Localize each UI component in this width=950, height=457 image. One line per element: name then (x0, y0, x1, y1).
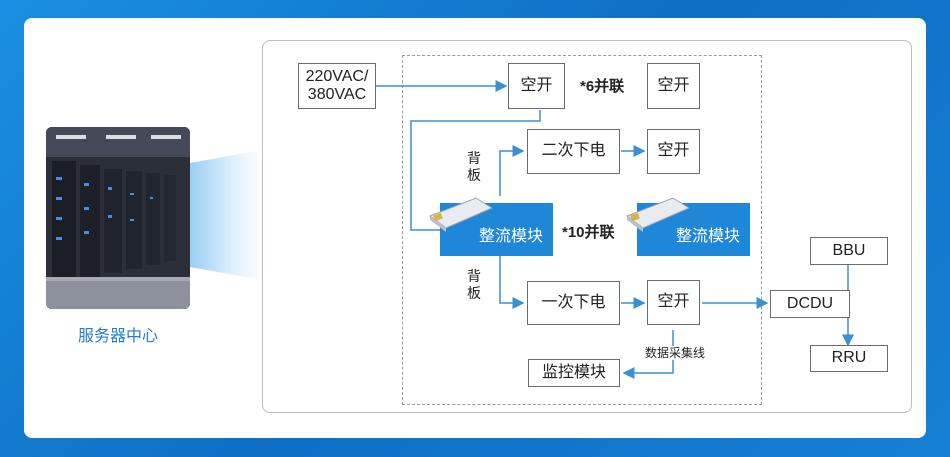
secondary-powerdown-label: 二次下电 (541, 142, 606, 160)
breaker-secondary: 空开 (647, 129, 700, 174)
bbu-box: BBU (810, 237, 888, 265)
primary-powerdown-label: 一次下电 (541, 293, 606, 311)
secondary-powerdown-box: 二次下电 (527, 129, 620, 174)
breaker-parallel: 空开 (647, 63, 700, 109)
bbu-label: BBU (832, 241, 866, 259)
breaker-input: 空开 (508, 63, 565, 109)
server-room-image (46, 127, 190, 309)
power-cabinet-region (402, 55, 762, 405)
breaker-label: 空开 (657, 76, 690, 94)
backplane-upper-label: 背 板 (467, 150, 481, 183)
rectifier-unit-icon (428, 197, 494, 232)
server-center-caption: 服务器中心 (77, 328, 158, 345)
rru-label: RRU (831, 349, 867, 367)
parallel-6-label: *6并联 (580, 78, 625, 95)
rectifier-unit-icon (625, 197, 691, 232)
monitor-module-box: 监控模块 (528, 359, 620, 387)
source-line-2: 380VAC (307, 86, 367, 103)
breaker-label: 空开 (520, 76, 553, 94)
rru-box: RRU (810, 345, 888, 372)
rectifier-label: 整流模块 (478, 228, 543, 245)
breaker-primary: 空开 (647, 280, 700, 325)
monitor-label: 监控模块 (541, 363, 606, 381)
power-source-box: 220VAC/ 380VAC (298, 63, 376, 109)
breaker-label: 空开 (657, 293, 690, 311)
dcdu-label: DCDU (786, 294, 834, 312)
rectifier-label: 整流模块 (675, 228, 740, 245)
dcdu-box: DCDU (770, 290, 850, 318)
backplane-lower-label: 背 板 (467, 268, 481, 301)
breaker-label: 空开 (657, 142, 690, 160)
parallel-10-label: *10并联 (562, 224, 615, 241)
light-beam (190, 150, 262, 280)
source-line-1: 220VAC/ (305, 67, 369, 85)
primary-powerdown-box: 一次下电 (527, 281, 620, 325)
data-line-label: 数据采集线 (643, 346, 708, 361)
